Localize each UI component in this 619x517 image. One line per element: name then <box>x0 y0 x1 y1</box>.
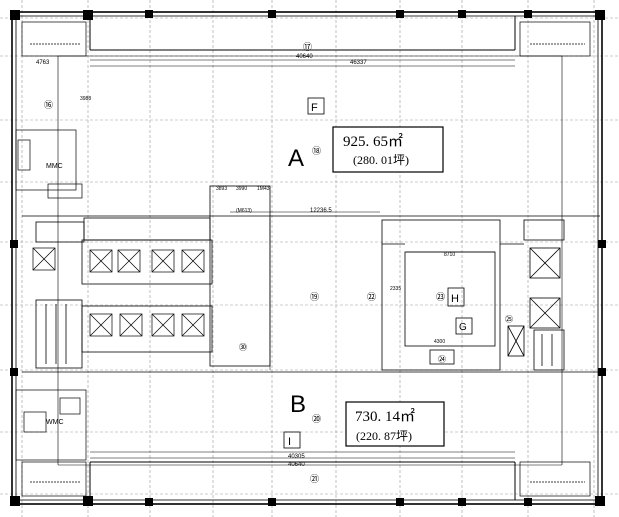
dim-top-span: 40640 <box>296 54 313 60</box>
sign-i: I <box>288 436 291 448</box>
zone-a-tsubo: (280. 01坪) <box>353 153 409 167</box>
marker-23: ㉓ <box>436 292 445 302</box>
dimension-lines <box>90 59 515 459</box>
marker-30: ㉚ <box>239 343 247 352</box>
label-wmc: WMC <box>46 419 64 426</box>
right-core <box>381 219 565 371</box>
dim-bottom-span: 40640 <box>288 462 305 468</box>
dim-top-left: 4763 <box>36 60 50 66</box>
zone-a-area: 925. 65㎡ <box>343 133 403 150</box>
marker-17: ⑰ <box>303 42 312 52</box>
marker-19: ⑲ <box>310 292 319 302</box>
zone-b-area: 730. 14㎡ <box>355 408 415 425</box>
zone-a-letter: A <box>288 145 304 172</box>
marker-18: ⑱ <box>312 146 321 156</box>
sign-h: H <box>451 293 459 305</box>
dim-core-c: 1M43 <box>257 186 270 192</box>
sign-boxes <box>283 97 473 449</box>
marker-22: ㉒ <box>367 292 376 302</box>
dim-right-core-top: 8710 <box>444 252 455 258</box>
sign-f: F <box>311 102 318 114</box>
marker-20: ⑳ <box>312 414 321 424</box>
exterior-walls <box>11 11 603 505</box>
dim-core-b: 3990 <box>236 186 247 192</box>
core-band <box>22 185 600 373</box>
left-toilet-block <box>15 129 87 461</box>
marker-25: ㉕ <box>505 315 513 324</box>
pillars <box>10 10 606 506</box>
marker-24: ㉔ <box>438 355 446 364</box>
dim-mid-span: 12236.5 <box>310 208 332 214</box>
marker-16: ⑯ <box>44 100 53 110</box>
area-boxes <box>332 126 445 447</box>
dim-left-vert: 3988 <box>80 96 91 102</box>
zone-b-letter: B <box>290 391 306 418</box>
zone-b-tsubo: (220. 87坪) <box>356 429 412 443</box>
elevator-cars-left <box>32 247 205 337</box>
dim-core-d: (M613) <box>236 208 252 214</box>
dim-core-a: 3893 <box>216 186 227 192</box>
dim-bottom-inner: 40305 <box>288 454 305 460</box>
marker-21: ㉑ <box>310 474 319 484</box>
sign-g: G <box>459 322 467 333</box>
dim-top-inner: 46337 <box>350 60 367 66</box>
dim-right-core-mid: 2335 <box>390 286 401 292</box>
label-mmc: MMC <box>46 163 63 170</box>
corner-rooms <box>21 21 591 497</box>
dim-right-core-low: 4300 <box>434 339 445 345</box>
